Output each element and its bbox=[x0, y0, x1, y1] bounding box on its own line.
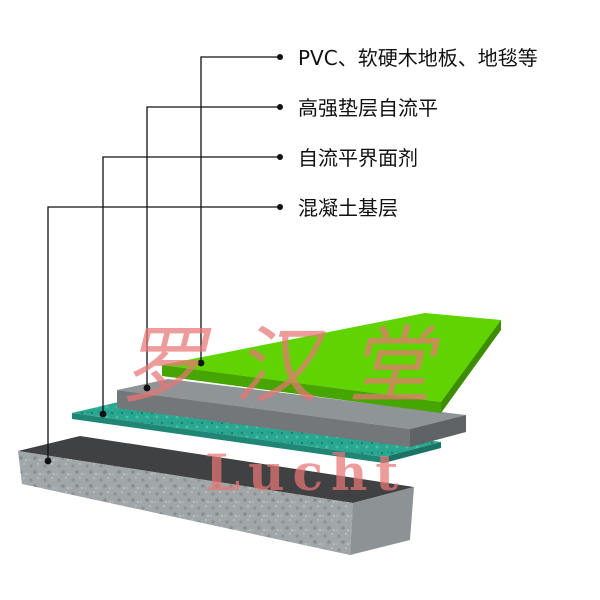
callout-dots bbox=[44, 54, 283, 465]
floor-finish-layer bbox=[162, 313, 501, 413]
self-leveling-layer bbox=[117, 379, 466, 447]
layer-label-concrete-base: 混凝土基层 bbox=[298, 196, 398, 220]
concrete-base-layer bbox=[18, 436, 414, 555]
callout-line-primer bbox=[102, 156, 280, 414]
callout-line-self-leveling bbox=[146, 106, 280, 388]
callout-line-finish bbox=[200, 56, 280, 363]
callout-dot bbox=[44, 457, 52, 465]
callout-dot bbox=[277, 154, 283, 160]
callout-dot bbox=[277, 104, 283, 110]
watermark-chinese: 罗汉堂 bbox=[120, 317, 462, 415]
callout-dot bbox=[143, 384, 151, 392]
watermark-latin: Lucht bbox=[205, 443, 406, 502]
callout-line-concrete bbox=[47, 206, 280, 461]
layer-label-primer: 自流平界面剂 bbox=[298, 146, 418, 170]
callout-dot bbox=[197, 359, 205, 367]
callout-dot bbox=[277, 204, 283, 210]
callout-lines bbox=[47, 56, 280, 461]
layer-label-floor-finish: PVC、软硬木地板、地毯等 bbox=[298, 46, 538, 70]
callout-dot bbox=[99, 410, 107, 418]
callout-dot bbox=[277, 54, 283, 60]
brand-watermark: 罗汉堂 Lucht bbox=[120, 317, 462, 502]
layer-label-self-leveling: 高强垫层自流平 bbox=[298, 96, 438, 120]
